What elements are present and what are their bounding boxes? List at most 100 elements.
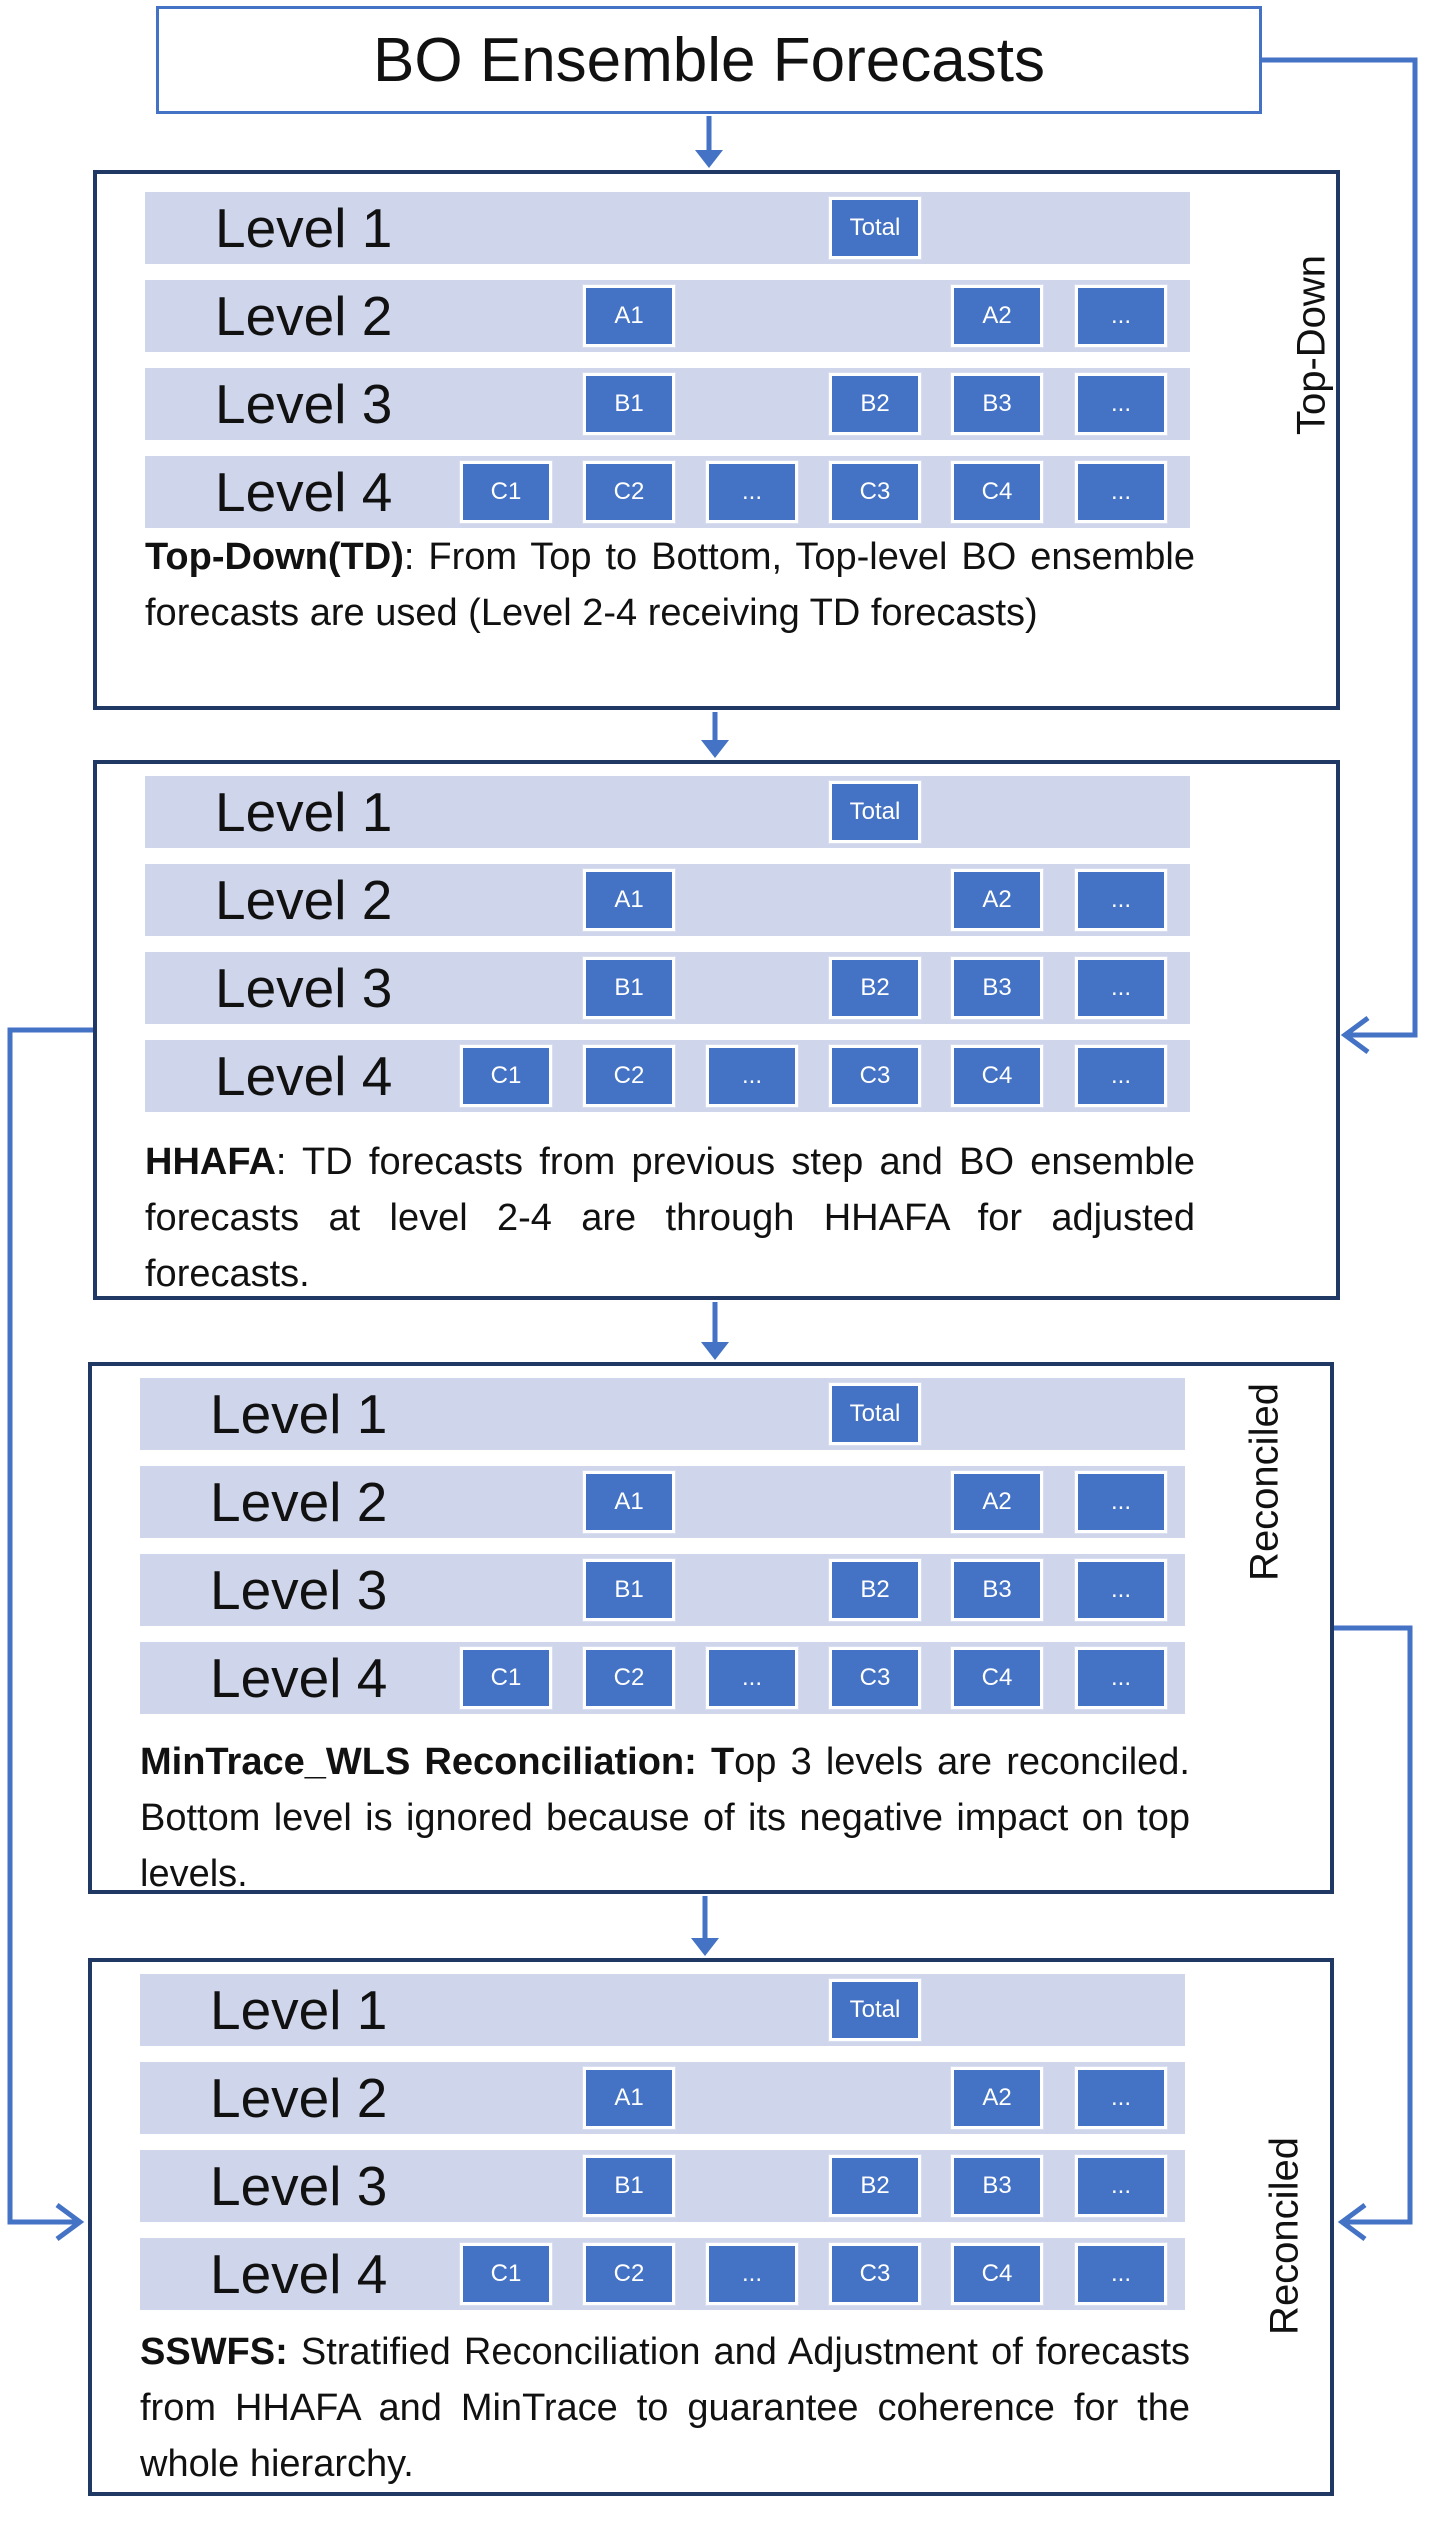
node-a2: A2 [951, 2067, 1043, 2129]
node-c-more1: ... [706, 1045, 798, 1107]
node-total: Total [829, 197, 921, 259]
level-label: Level 1 [210, 1383, 388, 1445]
node-c2: C2 [583, 1045, 675, 1107]
node-b2: B2 [829, 957, 921, 1019]
node-b1: B1 [583, 1559, 675, 1621]
node-c-more2: ... [1075, 1647, 1167, 1709]
level-label: Level 3 [210, 2155, 388, 2217]
node-b2: B2 [829, 373, 921, 435]
node-b1: B1 [583, 373, 675, 435]
node-a-more: ... [1075, 2067, 1167, 2129]
step-caption: Top-Down(TD): From Top to Bottom, Top-le… [145, 529, 1195, 641]
flow-mintrace-to-sswfs [1334, 1625, 1413, 2225]
node-c1: C1 [460, 1045, 552, 1107]
level-label: Level 3 [215, 373, 393, 435]
node-c-more1: ... [706, 1647, 798, 1709]
node-c1: C1 [460, 461, 552, 523]
step-name: SSWFS: [140, 2331, 288, 2373]
node-b2: B2 [829, 2155, 921, 2217]
step-caption: SSWFS: Stratified Reconciliation and Adj… [140, 2324, 1190, 2492]
step-caption: MinTrace_WLS Reconciliation: Top 3 level… [140, 1734, 1190, 1902]
step-caption: HHAFA: TD forecasts from previous step a… [145, 1134, 1195, 1302]
node-a2: A2 [951, 285, 1043, 347]
level-label: Level 2 [215, 869, 393, 931]
down-arrow-icon [701, 1342, 729, 1360]
down-arrow-icon [701, 740, 729, 758]
node-a2: A2 [951, 869, 1043, 931]
flow-hhafa-to-sswfs [7, 1027, 93, 2225]
level-label: Level 4 [210, 2243, 388, 2305]
level-label: Level 2 [215, 285, 393, 347]
node-a1: A1 [583, 1471, 675, 1533]
node-total: Total [829, 781, 921, 843]
level-label: Level 2 [210, 2067, 388, 2129]
level-label: Level 1 [215, 781, 393, 843]
node-b3: B3 [951, 1559, 1043, 1621]
step-name: HHAFA [145, 1141, 276, 1183]
node-c2: C2 [583, 461, 675, 523]
node-b1: B1 [583, 957, 675, 1019]
level-label: Level 1 [215, 197, 393, 259]
node-c1: C1 [460, 1647, 552, 1709]
node-b1: B1 [583, 2155, 675, 2217]
node-b-more: ... [1075, 2155, 1167, 2217]
node-a1: A1 [583, 285, 675, 347]
node-b-more: ... [1075, 957, 1167, 1019]
down-arrow-icon [691, 1938, 719, 1956]
node-c4: C4 [951, 2243, 1043, 2305]
arrowhead [1340, 1015, 1370, 1055]
level-band [145, 776, 1190, 848]
level-label: Level 2 [210, 1471, 388, 1533]
node-c-more2: ... [1075, 1045, 1167, 1107]
step-description: : TD forecasts from previous step and BO… [145, 1141, 1195, 1295]
node-a-more: ... [1075, 1471, 1167, 1533]
side-label: Top-Down [1289, 254, 1334, 436]
node-total: Total [829, 1383, 921, 1445]
step-name: Top-Down(TD) [145, 536, 404, 578]
arrowhead [1337, 2202, 1367, 2242]
step-description: : From Top to Bottom, Top-level BO ensem… [145, 536, 1195, 634]
node-a1: A1 [583, 869, 675, 931]
step-description: Stratified Reconciliation and Adjustment… [140, 2331, 1190, 2485]
node-c4: C4 [951, 1647, 1043, 1709]
node-c3: C3 [829, 461, 921, 523]
node-b-more: ... [1075, 1559, 1167, 1621]
node-a-more: ... [1075, 869, 1167, 931]
level-label: Level 3 [210, 1559, 388, 1621]
node-b3: B3 [951, 2155, 1043, 2217]
node-a2: A2 [951, 1471, 1043, 1533]
side-label: Reconciled [1262, 2137, 1307, 2335]
step-name: MinTrace_WLS Reconciliation: T [140, 1741, 735, 1783]
node-c1: C1 [460, 2243, 552, 2305]
level-label: Level 3 [215, 957, 393, 1019]
node-b3: B3 [951, 957, 1043, 1019]
node-c3: C3 [829, 2243, 921, 2305]
node-c-more1: ... [706, 461, 798, 523]
node-b-more: ... [1075, 373, 1167, 435]
level-band [140, 1974, 1185, 2046]
node-c4: C4 [951, 1045, 1043, 1107]
level-band [140, 1378, 1185, 1450]
node-b3: B3 [951, 373, 1043, 435]
node-c-more1: ... [706, 2243, 798, 2305]
node-a1: A1 [583, 2067, 675, 2129]
down-arrow-icon [695, 150, 723, 168]
diagram-title: BO Ensemble Forecasts [156, 6, 1262, 114]
level-label: Level 4 [210, 1647, 388, 1709]
node-c4: C4 [951, 461, 1043, 523]
side-label: Reconciled [1242, 1383, 1287, 1581]
node-c2: C2 [583, 1647, 675, 1709]
node-total: Total [829, 1979, 921, 2041]
node-c2: C2 [583, 2243, 675, 2305]
level-label: Level 4 [215, 461, 393, 523]
level-label: Level 4 [215, 1045, 393, 1107]
node-c-more2: ... [1075, 461, 1167, 523]
node-a-more: ... [1075, 285, 1167, 347]
node-c3: C3 [829, 1647, 921, 1709]
arrowhead [55, 2202, 85, 2242]
node-c-more2: ... [1075, 2243, 1167, 2305]
